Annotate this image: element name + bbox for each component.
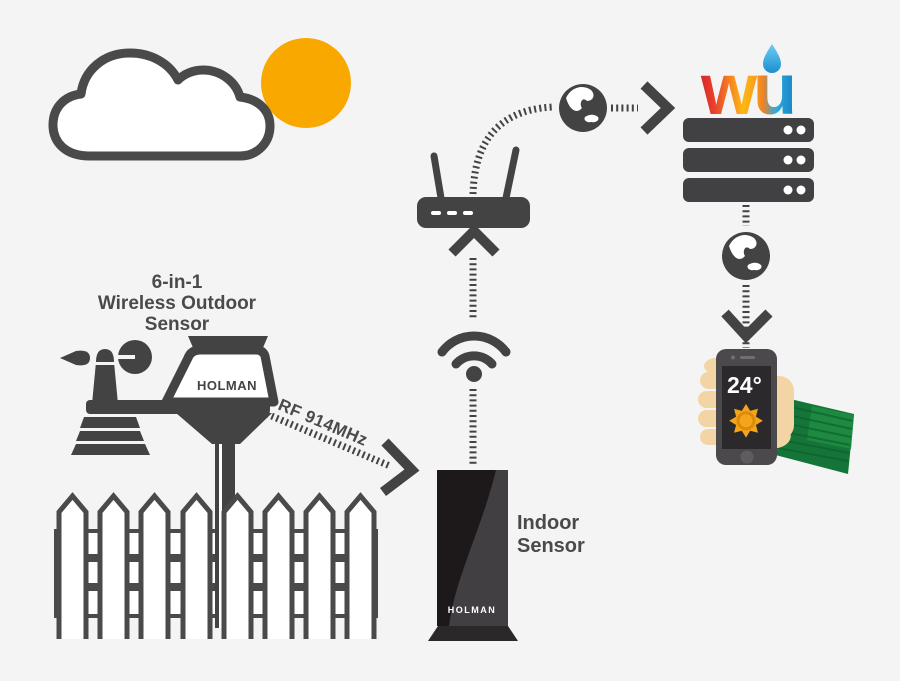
phone-home-button [740,450,754,464]
internet-uplink [469,81,676,195]
phone-temperature: 24° [727,372,762,398]
sun-icon [261,38,351,128]
wind-vane-icon [60,350,90,366]
indoor-sensor-device: HOLMAN [428,470,518,641]
indoor-sensor-base [428,626,518,641]
globe-icon [722,232,770,280]
weather-sun-icon [729,404,763,438]
outdoor-brand-text: HOLMAN [197,378,257,393]
rf-link-label: RF 914MHz [275,395,370,450]
radiation-shield [71,417,150,455]
indoor-sensor-label: Indoor Sensor [517,512,585,557]
uplink-curve [469,103,554,195]
fence-pickets [56,492,377,639]
smartphone-icon: 24° [716,349,777,465]
phone-camera [731,355,735,360]
router-icon [417,146,530,228]
cloud-icon [48,48,275,161]
wu-cloud-service: wu [683,44,814,202]
outdoor-label-line1: 6-in-1 [152,272,203,293]
outdoor-label-line2: Wireless Outdoor [98,293,257,314]
indoor-sensor-shade [437,470,496,626]
anemometer-icon [114,340,152,374]
phone-in-hand: 24° [698,349,854,474]
water-drop-icon [763,44,781,73]
outdoor-label-line3: Sensor [145,314,210,335]
wifi-arrowhead-icon [448,223,500,257]
sensor-body: HOLMAN [161,336,279,444]
indoor-label-line1: Indoor [517,512,579,534]
router-leds [431,211,473,215]
internet-downlink [721,205,773,348]
vane-cone [92,349,118,404]
server-rack-icon [683,118,814,202]
sky-group [48,38,351,161]
phone-speaker [740,356,755,359]
wifi-link [437,223,511,467]
rf-link: RF 914MHz [260,395,420,496]
wifi-icon [437,331,511,382]
outdoor-sensor-device: HOLMAN [60,336,279,628]
indoor-brand-text: HOLMAN [448,605,497,615]
uplink-arrowhead-icon [640,81,676,135]
rf-hatched-line [260,408,392,470]
outdoor-sensor-label: 6-in-1 Wireless Outdoor Sensor [98,272,257,335]
indoor-label-line2: Sensor [517,535,585,557]
globe-icon [559,84,607,132]
downlink-arrowhead-icon [721,309,773,344]
rf-arrowhead-icon [379,438,420,496]
